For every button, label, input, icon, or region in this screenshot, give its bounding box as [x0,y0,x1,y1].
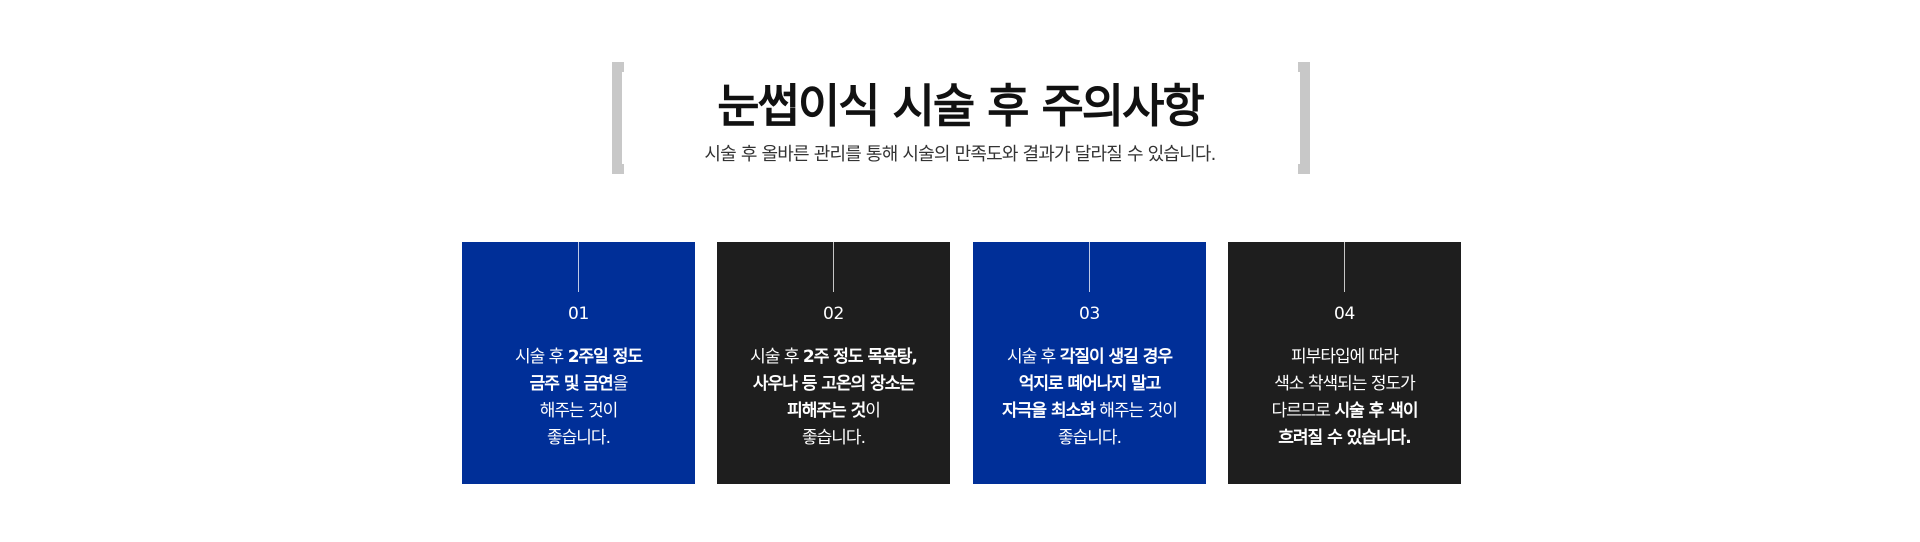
body-text: 해주는 것이 [1094,401,1178,421]
card-description-line: 사우나 등 고온의 장소는 [717,371,950,398]
emphasis-text: 피해주는 것 [787,401,866,421]
emphasis-text: 사우나 등 고온의 장소는 [752,374,915,394]
body-text: 시술 후 [514,347,568,367]
left-bracket-decoration [612,62,624,174]
card-number: 03 [1078,304,1101,324]
emphasis-text: 흐려질 수 있습니다. [1278,428,1411,448]
right-bracket-decoration [1298,62,1310,174]
card-description-line: 시술 후 각질이 생길 경우 [973,344,1206,371]
card-description-line: 좋습니다. [717,425,950,452]
body-text: 을 [612,374,629,394]
card-divider-line [578,242,579,292]
card-number: 02 [822,304,845,324]
card-description-line: 피해주는 것이 [717,398,950,425]
body-text: 다르므로 [1271,401,1335,421]
emphasis-text: 2주일 정도 [567,347,643,367]
card-description-line: 좋습니다. [462,425,695,452]
card-description-line: 금주 및 금연을 [462,371,695,398]
page-title: 눈썹이식 시술 후 주의사항 [717,79,1205,133]
emphasis-text: 각질이 생길 경우 [1059,347,1173,367]
body-text: 해주는 것이 [539,401,619,421]
card-divider-line [1344,242,1345,292]
emphasis-text: 자극을 최소화 [1002,401,1096,421]
card-description-line: 자극을 최소화 해주는 것이 [973,398,1206,425]
body-text: 시술 후 [750,347,803,367]
body-text: 색소 착색되는 정도가 [1274,374,1416,394]
card-number: 04 [1333,304,1356,324]
body-text: 좋습니다. [547,428,611,448]
body-text: 피부타입에 따라 [1291,347,1399,367]
body-text: 이 [865,401,881,421]
card-description-line: 피부타입에 따라 [1228,344,1461,371]
emphasis-text: 시술 후 색이 [1334,401,1418,421]
card-divider-line [1089,242,1090,292]
card-description-line: 좋습니다. [973,425,1206,452]
emphasis-text: 2주 정도 목욕탕, [802,347,918,367]
page-subtitle: 시술 후 올바른 관리를 통해 시술의 만족도와 결과가 달라질 수 있습니다. [704,144,1216,165]
emphasis-text: 금주 및 금연 [529,374,614,394]
body-text: 좋습니다. [802,428,866,448]
card-number: 01 [567,304,590,324]
card-description-line: 시술 후 2주 정도 목욕탕, [717,344,950,371]
emphasis-text: 억지로 떼어나지 말고 [1018,374,1162,394]
section-header: 눈썹이식 시술 후 주의사항 시술 후 올바른 관리를 통해 시술의 만족도와 … [0,0,1920,200]
body-text: 시술 후 [1006,347,1060,367]
card-description-line: 흐려질 수 있습니다. [1228,425,1461,452]
card-description-line: 억지로 떼어나지 말고 [973,371,1206,398]
card-description-line: 시술 후 2주일 정도 [462,344,695,371]
body-text: 좋습니다. [1058,428,1122,448]
card-divider-line [833,242,834,292]
card-description-line: 해주는 것이 [462,398,695,425]
card-description-line: 다르므로 시술 후 색이 [1228,398,1461,425]
card-description-line: 색소 착색되는 정도가 [1228,371,1461,398]
